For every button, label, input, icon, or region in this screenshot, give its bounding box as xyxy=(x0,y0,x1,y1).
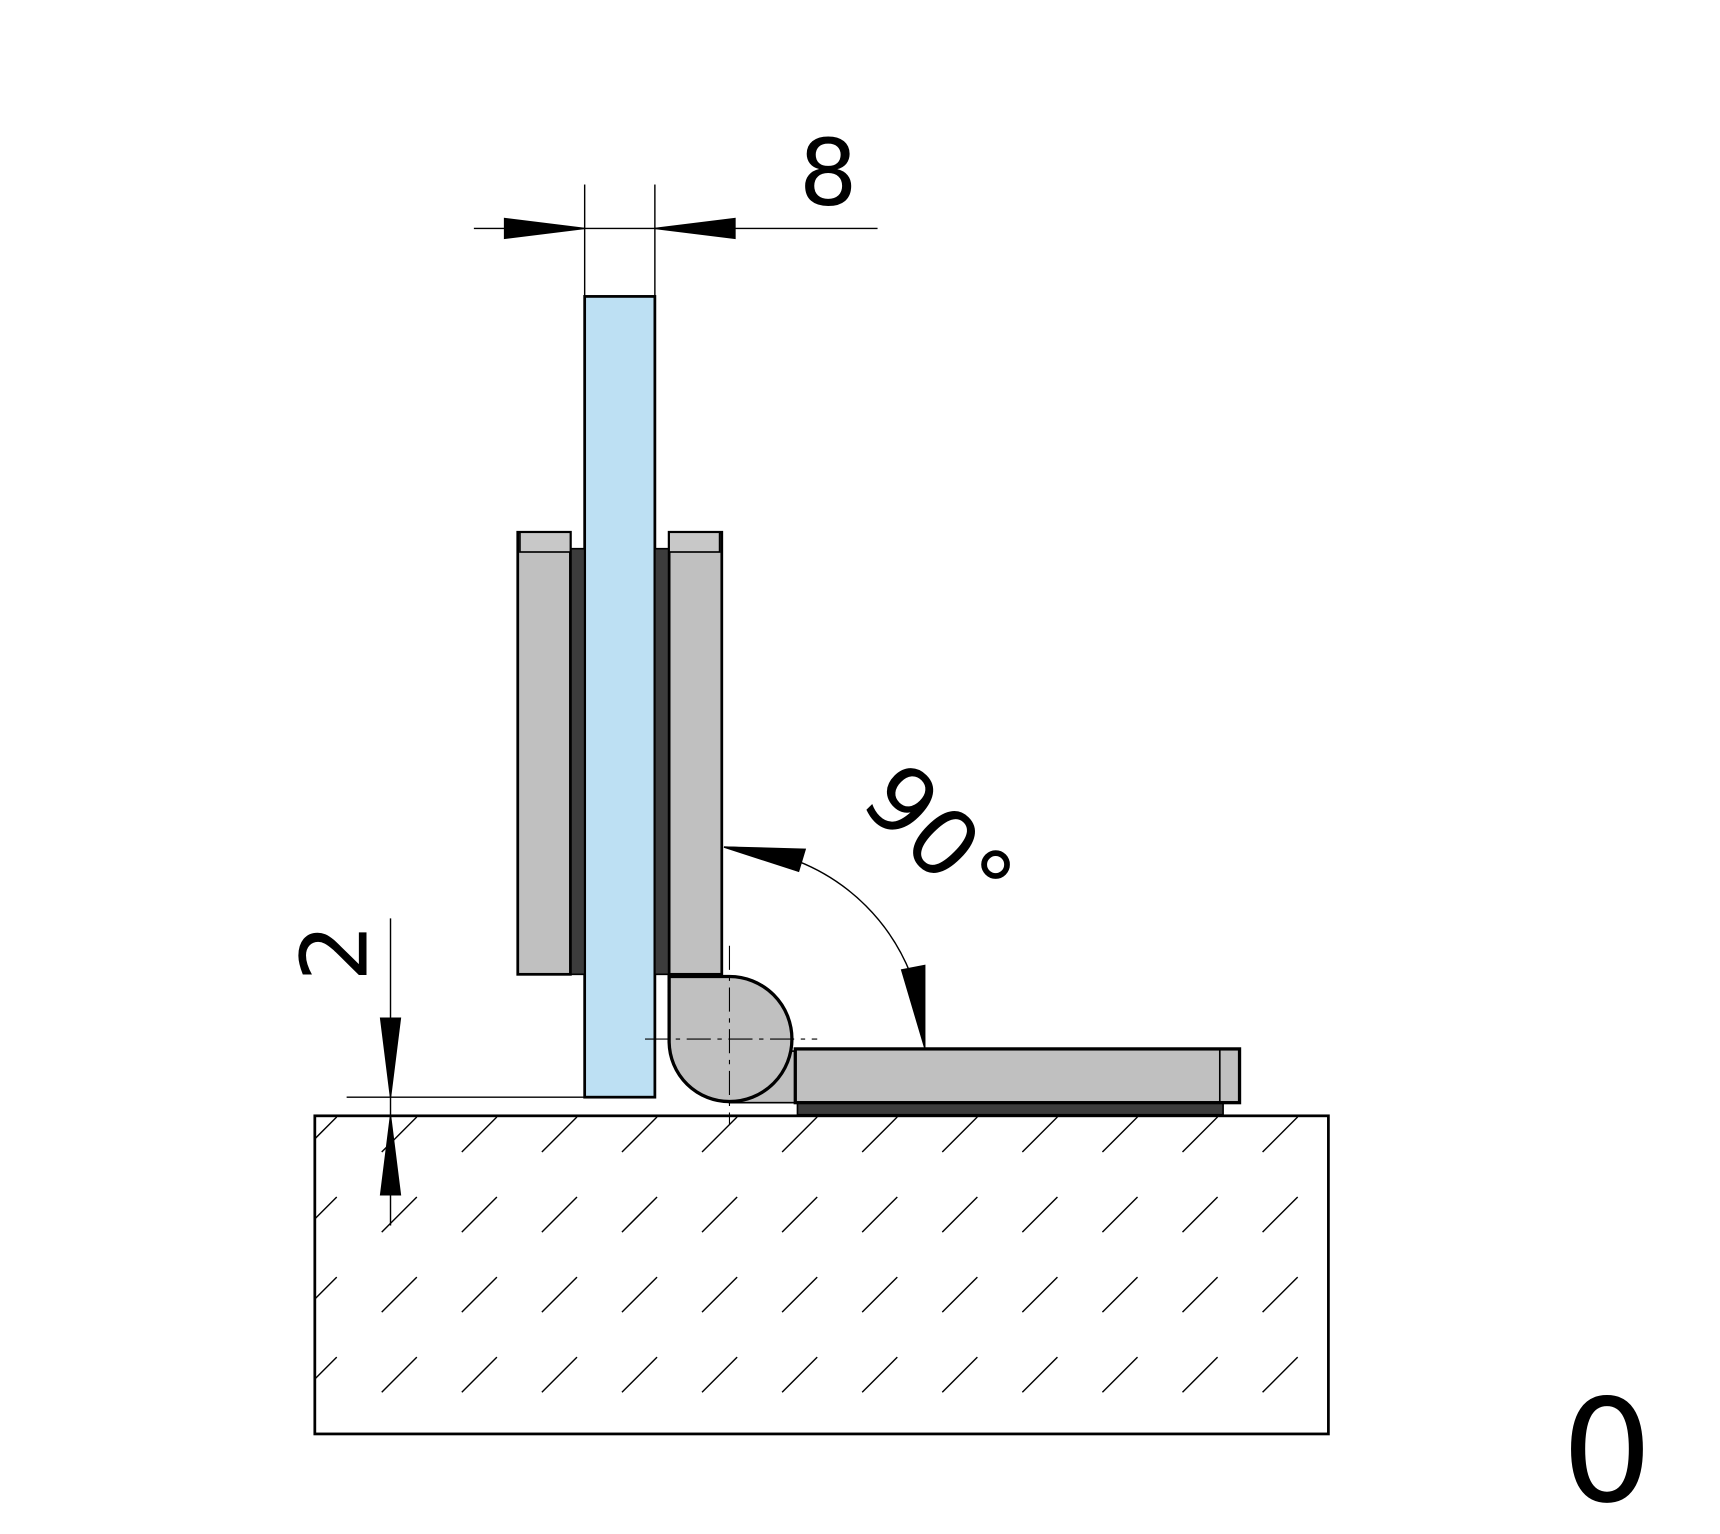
hatch-line xyxy=(1262,1276,1299,1313)
hatch-line xyxy=(701,1196,738,1233)
hatch-line xyxy=(461,1276,498,1313)
hatch-line xyxy=(315,1116,338,1139)
hatch-line xyxy=(462,1437,497,1472)
hatch-line xyxy=(315,1356,338,1380)
hatch-line xyxy=(302,1437,337,1472)
hatch-line xyxy=(1262,1116,1299,1153)
hatch-line xyxy=(621,1356,658,1393)
hatch-line xyxy=(315,1276,338,1299)
hatch-line xyxy=(1343,1117,1378,1152)
hatch-line xyxy=(1263,1437,1298,1472)
pivot-centerlines xyxy=(645,945,818,1125)
hatch-line xyxy=(622,1437,657,1472)
hatch-line xyxy=(382,1437,417,1472)
hatch-line xyxy=(701,1276,738,1313)
angle-label: 90° xyxy=(843,743,1035,935)
hatch-line xyxy=(942,1437,977,1472)
hatch-line xyxy=(781,1116,818,1153)
hatch-line xyxy=(1343,1277,1378,1312)
hatch-line xyxy=(1101,1276,1139,1313)
right-clamp-plate xyxy=(667,530,724,976)
hatch-line xyxy=(1343,1357,1378,1392)
hatch-line xyxy=(541,1116,578,1153)
hatch-line xyxy=(861,1196,898,1233)
hatch-line xyxy=(541,1276,578,1313)
hatch-line xyxy=(1101,1196,1139,1233)
hatch-line xyxy=(1343,1437,1378,1472)
hatch-line xyxy=(621,1276,658,1313)
hatch-line xyxy=(1262,1356,1299,1393)
hatch-line xyxy=(381,1276,418,1313)
sheet-label: 0 xyxy=(1562,1369,1653,1534)
hatch-line xyxy=(621,1196,658,1233)
hatch-line xyxy=(461,1196,498,1233)
hatch-line xyxy=(461,1116,498,1153)
hatch-line xyxy=(1262,1196,1299,1233)
angle-dimension xyxy=(723,846,926,1049)
hatch-line xyxy=(1181,1276,1219,1313)
hatch-line xyxy=(701,1116,738,1153)
hatch-line xyxy=(1343,1197,1378,1232)
hatch-line xyxy=(941,1276,978,1313)
hatch-line xyxy=(941,1356,978,1393)
hatch-line xyxy=(381,1356,418,1393)
floor-section xyxy=(302,1114,1378,1472)
hatch-line xyxy=(1021,1116,1058,1153)
hatch-line xyxy=(781,1196,818,1233)
hatch-line xyxy=(315,1196,338,1219)
gap-label: 2 xyxy=(280,923,388,982)
hatch-line xyxy=(781,1356,818,1393)
hatch-line xyxy=(1181,1356,1219,1393)
left-clamp-plate xyxy=(516,530,572,976)
hatch-line xyxy=(1101,1116,1139,1153)
hatch-line xyxy=(1101,1356,1139,1393)
hatch-line xyxy=(541,1196,578,1233)
wall-plate xyxy=(793,1047,1242,1116)
hatch-line xyxy=(621,1116,658,1153)
left-gasket xyxy=(569,547,586,976)
hatch-line xyxy=(461,1356,498,1393)
hatch-line xyxy=(702,1437,737,1472)
hatch-line xyxy=(701,1356,738,1393)
thickness-label: 8 xyxy=(799,118,858,226)
hatch-line xyxy=(1181,1116,1219,1153)
hatch-line xyxy=(381,1196,418,1233)
hatch-line xyxy=(1021,1196,1058,1233)
right-gasket xyxy=(654,547,670,976)
thickness-dimension xyxy=(473,184,878,297)
hatch-line xyxy=(542,1437,577,1472)
hatch-line xyxy=(941,1116,978,1153)
hatch-line xyxy=(861,1116,898,1153)
hatch-line xyxy=(941,1196,978,1233)
hatch-line xyxy=(1181,1196,1219,1233)
hatch-line xyxy=(781,1276,818,1313)
hatch-line xyxy=(862,1437,897,1472)
hatch-line xyxy=(861,1356,898,1393)
gap-dimension xyxy=(346,918,585,1226)
hatch-line xyxy=(861,1276,898,1313)
hatch-line xyxy=(1022,1437,1057,1472)
hatch-line xyxy=(1183,1437,1218,1472)
hatch-line xyxy=(541,1356,578,1393)
hatch-line xyxy=(1102,1437,1137,1472)
glass-panel xyxy=(583,295,657,1099)
hatch-line xyxy=(1021,1276,1058,1313)
hatch-line xyxy=(782,1437,817,1472)
hatch-line xyxy=(1021,1356,1058,1393)
